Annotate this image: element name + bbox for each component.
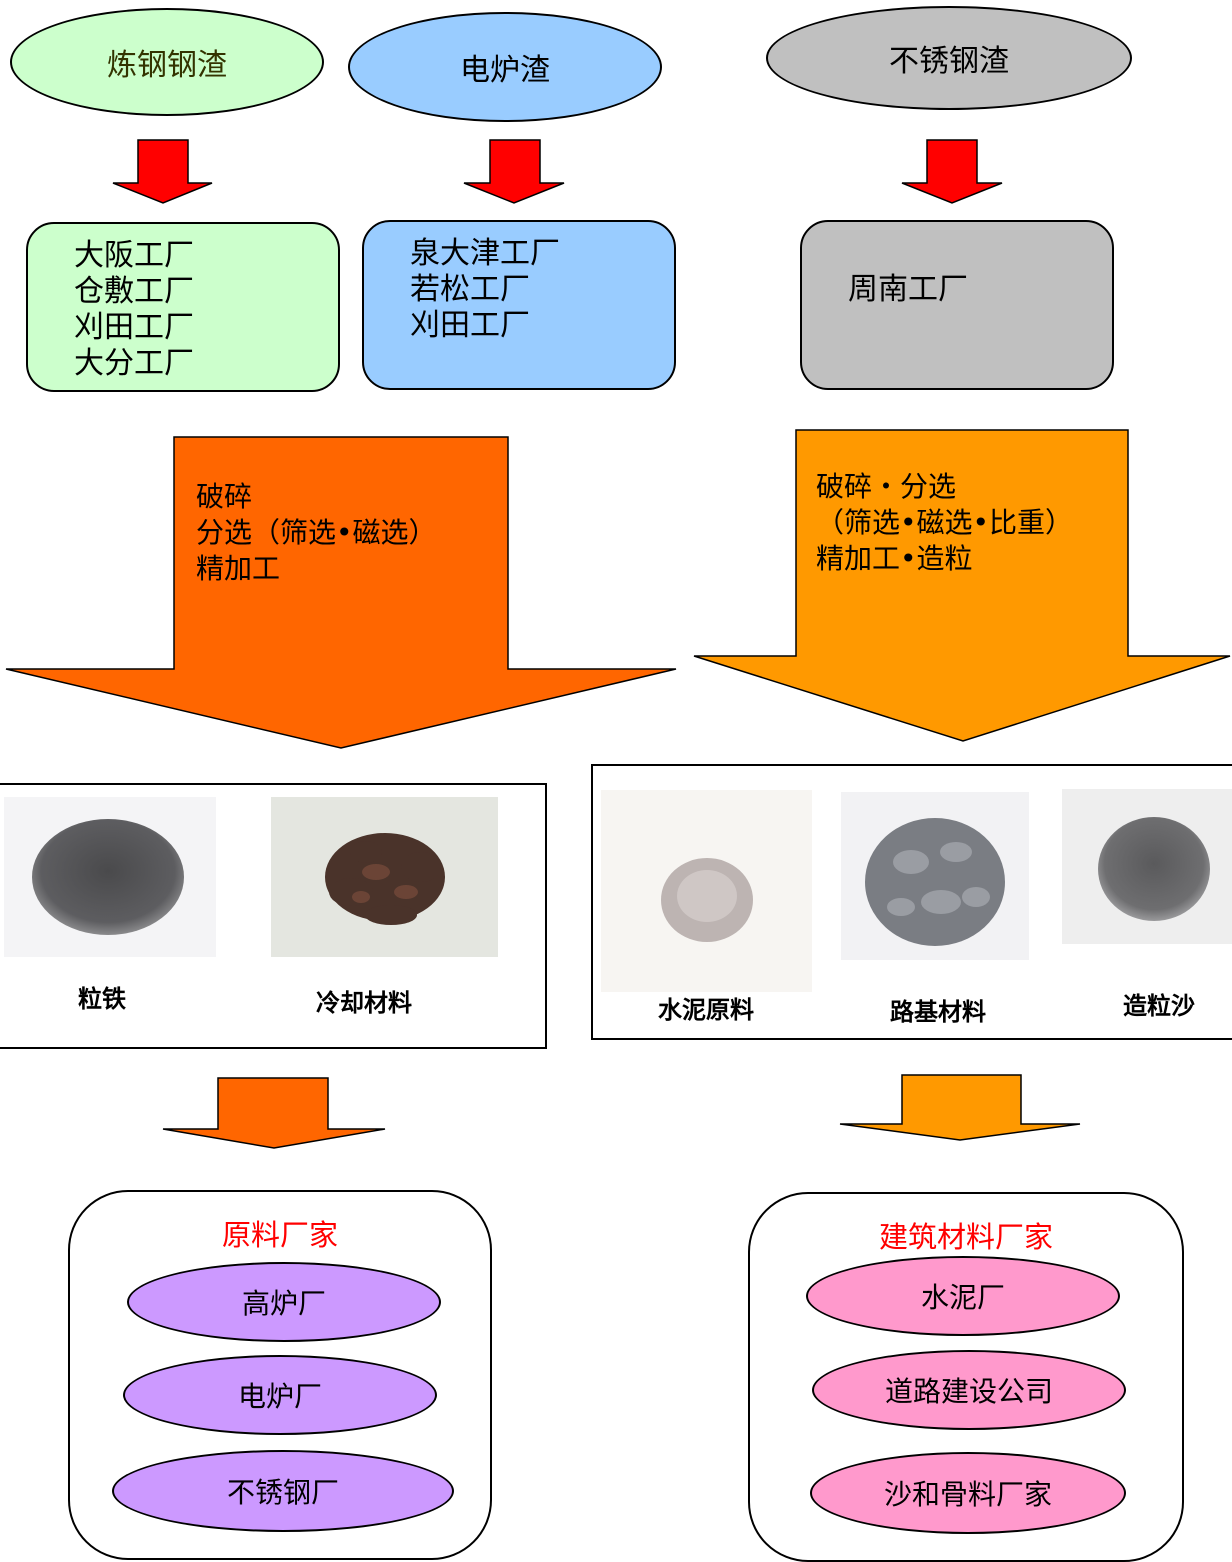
roadbed-material-image [865, 818, 1005, 946]
source-stainless-slag: 不锈钢渣 [766, 6, 1132, 110]
down-arrow-icon [901, 139, 1003, 204]
cooling-material-image [325, 833, 445, 925]
destination-label: 高炉厂 [241, 1287, 326, 1320]
plant-name: 周南工厂 [848, 272, 968, 307]
destination-sand-aggregate: 沙和骨料厂家 [810, 1452, 1126, 1534]
destination-title: 原料厂家 [221, 1218, 338, 1252]
down-arrow-icon [112, 139, 213, 204]
roadbed-material-photo [841, 792, 1029, 960]
destination-stainless-plant: 不锈钢厂 [112, 1450, 454, 1532]
process-step: 精加工•造粒 [816, 542, 973, 575]
cooling-material-photo [271, 797, 498, 957]
product-caption: 路基材料 [890, 998, 986, 1026]
plant-name: 大阪工厂 [74, 238, 194, 273]
destination-road-construction: 道路建设公司 [812, 1350, 1126, 1430]
plant-name: 刈田工厂 [74, 310, 194, 345]
down-arrow-icon [162, 1077, 386, 1149]
destination-blast-furnace: 高炉厂 [127, 1262, 441, 1342]
process-steps-right: 破碎・分选 （筛选•磁选•比重） 精加工•造粒 [816, 469, 1073, 577]
plant-name: 泉大津工厂 [410, 236, 560, 271]
process-arrow-right [693, 429, 1231, 742]
cement-raw-material-photo [601, 790, 812, 992]
source-steelmaking-slag: 炼钢钢渣 [10, 8, 324, 116]
destination-label: 道路建设公司 [884, 1375, 1053, 1408]
product-caption: 造粒沙 [1123, 992, 1195, 1020]
product-caption: 冷却材料 [316, 989, 412, 1017]
granular-iron-photo [4, 797, 216, 957]
destination-label: 水泥厂 [920, 1281, 1005, 1314]
process-step: 精加工 [196, 552, 281, 585]
destination-cement-plant: 水泥厂 [806, 1256, 1120, 1336]
process-steps-left: 破碎 分选（筛选•磁选） 精加工 [196, 479, 437, 587]
source-label: 不锈钢渣 [889, 44, 1009, 79]
plant-box-eaf: 泉大津工厂 若松工厂 刈田工厂 [362, 220, 676, 390]
plant-name: 刈田工厂 [410, 308, 530, 343]
process-step: 分选（筛选•磁选） [196, 516, 437, 549]
process-step: 破碎・分选 [816, 470, 957, 503]
down-arrow-icon [463, 139, 565, 204]
plant-name: 大分工厂 [74, 346, 194, 381]
process-step: （筛选•磁选•比重） [816, 506, 1074, 539]
granular-iron-image [32, 819, 184, 935]
product-caption: 粒铁 [78, 985, 126, 1013]
source-eaf-slag: 电炉渣 [348, 12, 662, 122]
product-caption: 水泥原料 [658, 996, 754, 1024]
source-label: 电炉渣 [460, 53, 550, 88]
destination-title: 建筑材料厂家 [878, 1220, 1053, 1254]
destination-eaf-plant: 电炉厂 [123, 1355, 437, 1435]
granulated-sand-photo [1062, 789, 1232, 944]
plant-box-steelmaking: 大阪工厂 仓敷工厂 刈田工厂 大分工厂 [26, 222, 340, 392]
destination-label: 不锈钢厂 [226, 1476, 339, 1509]
cement-raw-material-image [661, 858, 753, 942]
plant-name: 仓敷工厂 [74, 274, 194, 309]
plant-box-stainless: 周南工厂 [800, 220, 1114, 390]
process-arrow-left [5, 436, 677, 749]
down-arrow-icon [839, 1074, 1081, 1141]
destination-label: 电炉厂 [237, 1380, 322, 1413]
process-step: 破碎 [196, 480, 253, 513]
source-label: 炼钢钢渣 [107, 48, 227, 83]
plant-name: 若松工厂 [410, 272, 530, 307]
granulated-sand-image [1098, 817, 1210, 921]
destination-label: 沙和骨料厂家 [883, 1478, 1052, 1511]
